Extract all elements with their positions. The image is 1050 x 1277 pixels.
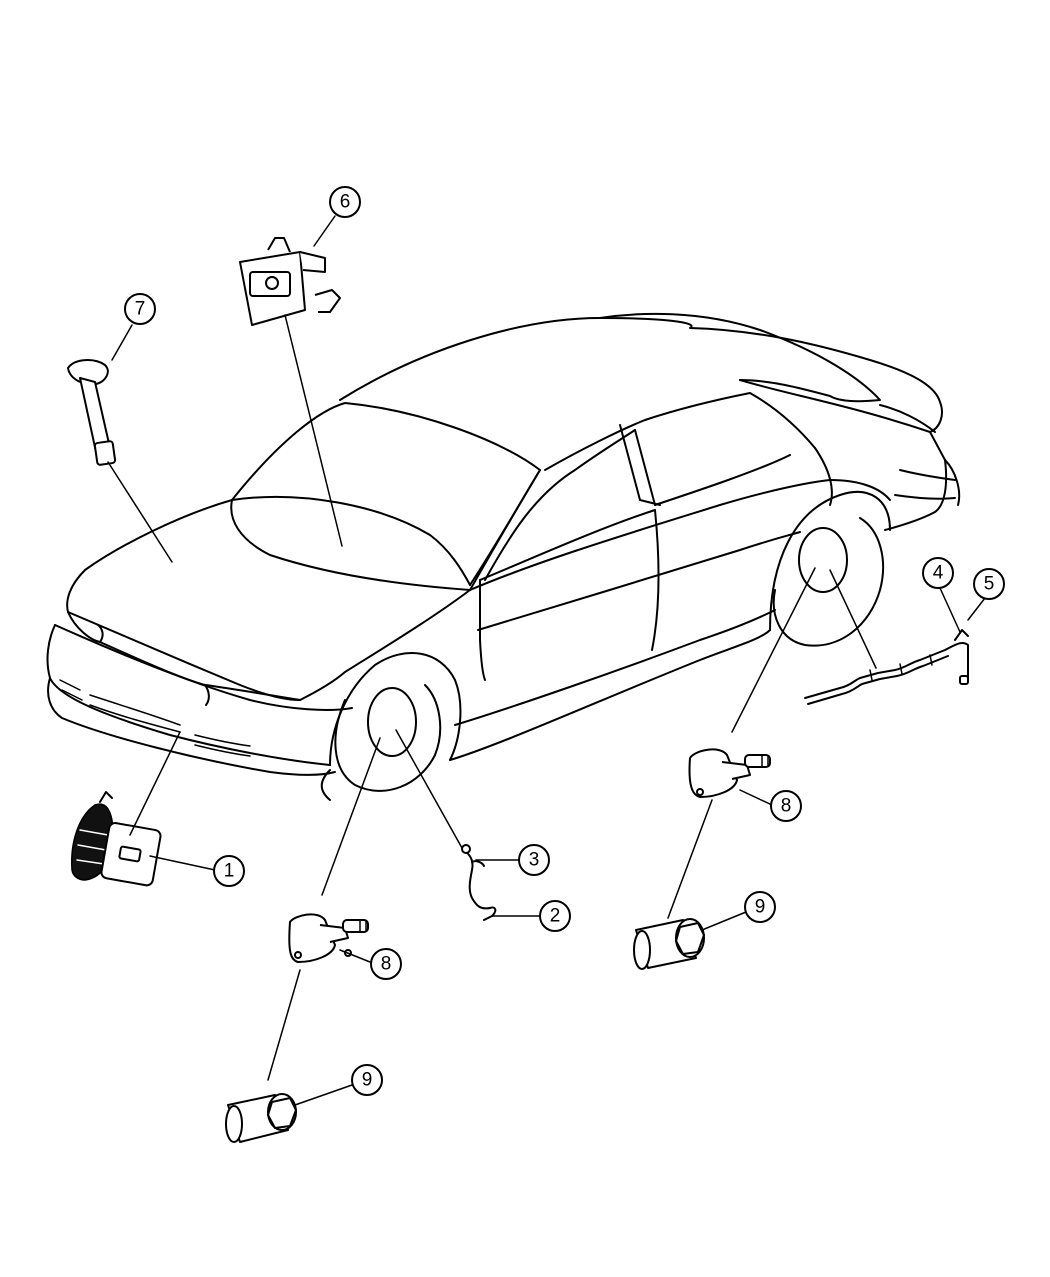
svg-text:9: 9 — [362, 1070, 373, 1091]
valve-nut-front-part — [225, 1093, 297, 1143]
svg-text:3: 3 — [529, 850, 540, 871]
tpms-sensor-front-part — [288, 913, 369, 963]
antenna-sensor-part — [67, 359, 117, 466]
rear-wheel-hub — [798, 527, 848, 593]
svg-text:8: 8 — [381, 954, 392, 975]
svg-text:8: 8 — [781, 796, 792, 817]
callout-9-front: 9 — [351, 1064, 383, 1096]
callout-8-front: 8 — [370, 948, 402, 980]
svg-text:7: 7 — [135, 299, 146, 320]
callout-1: 1 — [213, 855, 245, 887]
svg-text:5: 5 — [984, 574, 995, 595]
key-fob-part — [71, 791, 162, 887]
callout-3: 3 — [518, 844, 550, 876]
callout-6: 6 — [329, 186, 361, 218]
svg-text:9: 9 — [755, 897, 766, 918]
tpms-sensor-rear-part — [688, 748, 771, 798]
front-wheel-hub — [367, 687, 417, 757]
callout-7: 7 — [124, 293, 156, 325]
callout-8-rear: 8 — [770, 790, 802, 822]
svg-text:4: 4 — [933, 563, 944, 584]
svg-text:2: 2 — [550, 906, 561, 927]
car-illustration — [46, 312, 961, 801]
leader-lines — [107, 215, 986, 1106]
callout-bubbles: 1 2 3 4 5 6 7 8 — [124, 186, 1005, 1096]
svg-text:1: 1 — [224, 861, 235, 882]
valve-nut-rear-part — [633, 918, 705, 970]
control-module-part — [239, 237, 341, 326]
front-wheel-sensor-part — [461, 844, 497, 921]
callout-2: 2 — [539, 900, 571, 932]
callout-5: 5 — [973, 568, 1005, 600]
rear-harness-part — [804, 629, 969, 705]
svg-text:6: 6 — [340, 192, 351, 213]
callout-4: 4 — [922, 557, 954, 589]
callout-9-rear: 9 — [744, 891, 776, 923]
